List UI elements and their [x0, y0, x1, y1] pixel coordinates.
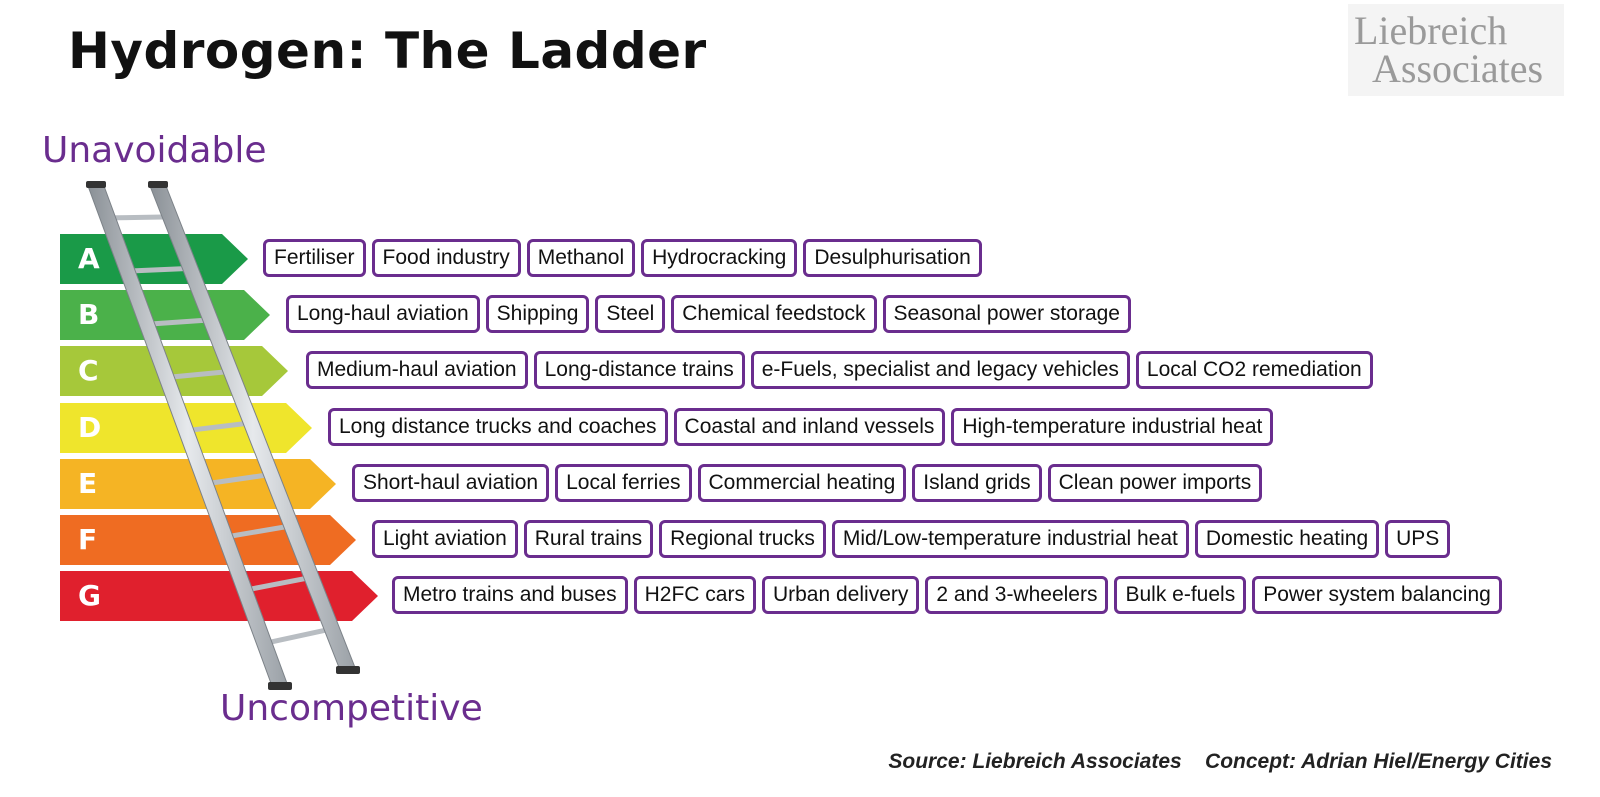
company-logo: Liebreich Associates [1348, 4, 1564, 96]
band-letter: G [78, 579, 101, 613]
use-case-box: Short-haul aviation [352, 463, 550, 502]
use-case-box: Commercial heating [697, 463, 907, 502]
source-credit: Source: Liebreich Associates Concept: Ad… [888, 750, 1552, 773]
band-letter: F [78, 523, 98, 556]
use-case-box: e-Fuels, specialist and legacy vehicles [750, 351, 1130, 390]
page-title: Hydrogen: The Ladder [68, 22, 707, 80]
band-a: A [60, 234, 248, 284]
use-case-box: 2 and 3-wheelers [925, 576, 1109, 615]
use-case-box: Chemical feedstock [671, 295, 877, 334]
use-case-box: Hydrocracking [641, 239, 798, 277]
ladder-rung [263, 626, 333, 646]
logo-line-1: Liebreich [1354, 8, 1508, 53]
use-case-box: Steel [595, 295, 666, 334]
use-case-box: Regional trucks [659, 520, 826, 558]
use-case-box: Light aviation [372, 520, 518, 558]
band-f: F [60, 515, 356, 565]
top-axis-label: Unavoidable [42, 130, 267, 171]
use-case-box: Desulphurisation [803, 239, 982, 277]
use-case-box: Food industry [371, 239, 521, 277]
use-case-box: Power system balancing [1252, 576, 1502, 615]
use-case-box: Local CO2 remediation [1135, 351, 1373, 390]
band-d: D [60, 402, 312, 453]
band-letter: D [78, 410, 102, 444]
logo-line-2: Associates [1372, 46, 1544, 91]
use-case-box: Metro trains and buses [392, 576, 628, 615]
use-case-box: Clean power imports [1047, 463, 1263, 502]
band-g: G [60, 571, 378, 622]
use-case-box: Coastal and inland vessels [673, 407, 946, 446]
band-letter: A [78, 242, 100, 275]
band-c: C [60, 346, 288, 397]
use-case-box: Fertiliser [263, 239, 366, 277]
use-case-box: Seasonal power storage [882, 295, 1131, 334]
use-case-box: Long-distance trains [533, 351, 745, 390]
band-letter: C [78, 354, 99, 388]
use-case-box: Urban delivery [761, 576, 920, 615]
use-case-box: Rural trains [523, 520, 654, 558]
use-case-box: Long-haul aviation [286, 295, 480, 334]
use-case-box: Medium-haul aviation [306, 351, 528, 390]
band-e: E [60, 458, 336, 509]
band-letter: E [78, 466, 98, 500]
use-case-box: Bulk e-fuels [1114, 576, 1247, 615]
use-case-box: UPS [1385, 520, 1451, 558]
use-case-box: Mid/Low-temperature industrial heat [831, 520, 1189, 558]
use-case-box: Long distance trucks and coaches [328, 407, 668, 446]
use-case-box: High-temperature industrial heat [951, 407, 1274, 446]
band-b: B [60, 290, 270, 341]
use-case-box: Methanol [526, 239, 636, 277]
use-case-box: Local ferries [555, 463, 692, 502]
ladder-rung [107, 214, 171, 221]
bottom-axis-label: Uncompetitive [220, 688, 483, 729]
use-case-box: Island grids [912, 463, 1042, 502]
use-case-box: Shipping [485, 295, 590, 334]
band-letter: B [78, 298, 100, 332]
use-case-box: Domestic heating [1194, 520, 1380, 558]
use-case-box: H2FC cars [633, 576, 756, 615]
